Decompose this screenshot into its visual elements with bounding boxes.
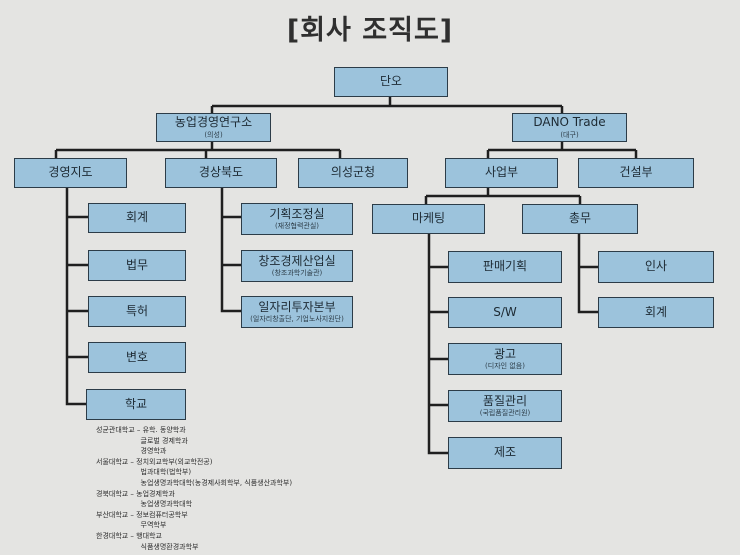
school-note-line: 서울대학교 – 정치외교학부(외교학전공) bbox=[96, 457, 213, 466]
node-label: 농업경영연구소 bbox=[174, 115, 253, 130]
node-mkt: 마케팅 bbox=[372, 204, 485, 234]
node-gb: 경상북도 bbox=[165, 158, 277, 188]
node-mfg: 제조 bbox=[448, 437, 562, 469]
node-label: DANO Trade bbox=[533, 115, 606, 130]
node-label: 단오 bbox=[379, 74, 403, 89]
node-label: S/W bbox=[493, 304, 517, 319]
node-label: 법무 bbox=[125, 257, 149, 272]
node-sublabel: (국립품질관리원) bbox=[479, 409, 531, 418]
node-label: 일자리투자본부 bbox=[258, 299, 336, 314]
node-sublabel: (창조과학기술관) bbox=[271, 269, 323, 278]
node-qc: 품질관리 (국립품질관리원) bbox=[448, 390, 562, 422]
node-label: 사업부 bbox=[484, 165, 519, 180]
node-jobs: 일자리투자본부 (일자리창출단, 기업노사지원단) bbox=[241, 296, 353, 328]
node-cons: 건설부 bbox=[578, 158, 694, 188]
school-note-line: 한경대학교 – 행대학교 bbox=[96, 531, 162, 540]
node-label: 경영지도 bbox=[48, 165, 93, 180]
chart-title: [회사 조직도] bbox=[286, 15, 454, 46]
connector-gb-spine bbox=[220, 188, 241, 313]
node-biz: 사업부 bbox=[445, 158, 558, 188]
node-sublabel: (의성) bbox=[204, 130, 223, 139]
node-label: 특허 bbox=[125, 303, 149, 318]
node-label: 건설부 bbox=[619, 165, 653, 180]
school-note-line: 농업생명과학대학(농경제사회학부, 식품생산과학부) bbox=[96, 478, 293, 487]
node-acct2: 회계 bbox=[598, 297, 714, 328]
node-school: 학교 bbox=[86, 389, 186, 420]
school-note-line: 경북대학교 – 농업경제학과 bbox=[96, 489, 175, 498]
school-notes: 성균관대학교 – 유학. 동양학과 글로벌 경제학과 경영학과 서울대학교 – … bbox=[96, 425, 396, 552]
node-label: 품질관리 bbox=[482, 393, 528, 408]
node-label: 창조경제산업실 bbox=[258, 253, 336, 268]
node-label: 인사 bbox=[644, 259, 668, 274]
node-label: 마케팅 bbox=[411, 211, 446, 226]
school-note-line: 농업생명과학대학 bbox=[96, 500, 193, 509]
node-patent: 특허 bbox=[88, 296, 186, 327]
node-ad: 광고 (디자인 없음) bbox=[448, 343, 562, 375]
school-note-line: 부산대학교 – 정보컴퓨터공학부 bbox=[96, 510, 188, 519]
node-label: 회계 bbox=[644, 304, 668, 319]
node-sublabel: (일자리창출단, 기업노사지원단) bbox=[250, 315, 344, 324]
node-label: 변호 bbox=[125, 349, 149, 364]
node-sublabel: (디자인 없음) bbox=[485, 362, 525, 371]
school-note-line: 성균관대학교 – 유학. 동양학과 bbox=[96, 426, 186, 434]
node-sales: 판매기획 bbox=[448, 251, 562, 283]
school-note-line: 식품생명환경과학부 bbox=[96, 542, 199, 551]
node-plan: 기획조정실 (재정협력관실) bbox=[241, 203, 353, 235]
node-label: 광고 bbox=[493, 346, 517, 361]
node-ga: 총무 bbox=[522, 204, 638, 234]
node-ceo: 단오 bbox=[334, 67, 448, 97]
node-label: 회계 bbox=[125, 210, 149, 225]
node-sublabel: (재정협력관실) bbox=[274, 222, 320, 231]
node-label: 경상북도 bbox=[198, 165, 244, 180]
node-label: 총무 bbox=[568, 211, 592, 226]
school-note-line: 경영학과 bbox=[96, 447, 167, 456]
node-lawyer: 변호 bbox=[88, 342, 186, 373]
school-note-line: 글로벌 경제학과 bbox=[96, 436, 188, 445]
node-sublabel: (대구) bbox=[560, 130, 579, 139]
node-acct1: 회계 bbox=[88, 203, 186, 233]
node-label: 기획조정실 bbox=[269, 206, 325, 221]
school-note-line: 무역학부 bbox=[96, 521, 167, 530]
node-county: 의성군청 bbox=[298, 158, 408, 188]
node-label: 학교 bbox=[124, 396, 148, 411]
node-hr: 인사 bbox=[598, 251, 714, 283]
node-lab: 농업경영연구소 (의성) bbox=[156, 113, 271, 142]
node-label: 의성군청 bbox=[330, 165, 376, 180]
connector-mkt-spine bbox=[427, 234, 448, 455]
connector-mgmt-spine bbox=[65, 188, 86, 406]
node-sw: S/W bbox=[448, 297, 562, 328]
node-mgmt: 경영지도 bbox=[14, 158, 127, 188]
node-legal: 법무 bbox=[88, 250, 186, 281]
connector-ga-spine bbox=[577, 234, 598, 314]
school-note-line: 법과대학(법학부) bbox=[96, 468, 192, 477]
node-label: 제조 bbox=[493, 445, 517, 460]
node-label: 판매기획 bbox=[482, 259, 528, 274]
node-trade: DANO Trade (대구) bbox=[512, 113, 627, 142]
node-creative: 창조경제산업실 (창조과학기술관) bbox=[241, 250, 353, 282]
